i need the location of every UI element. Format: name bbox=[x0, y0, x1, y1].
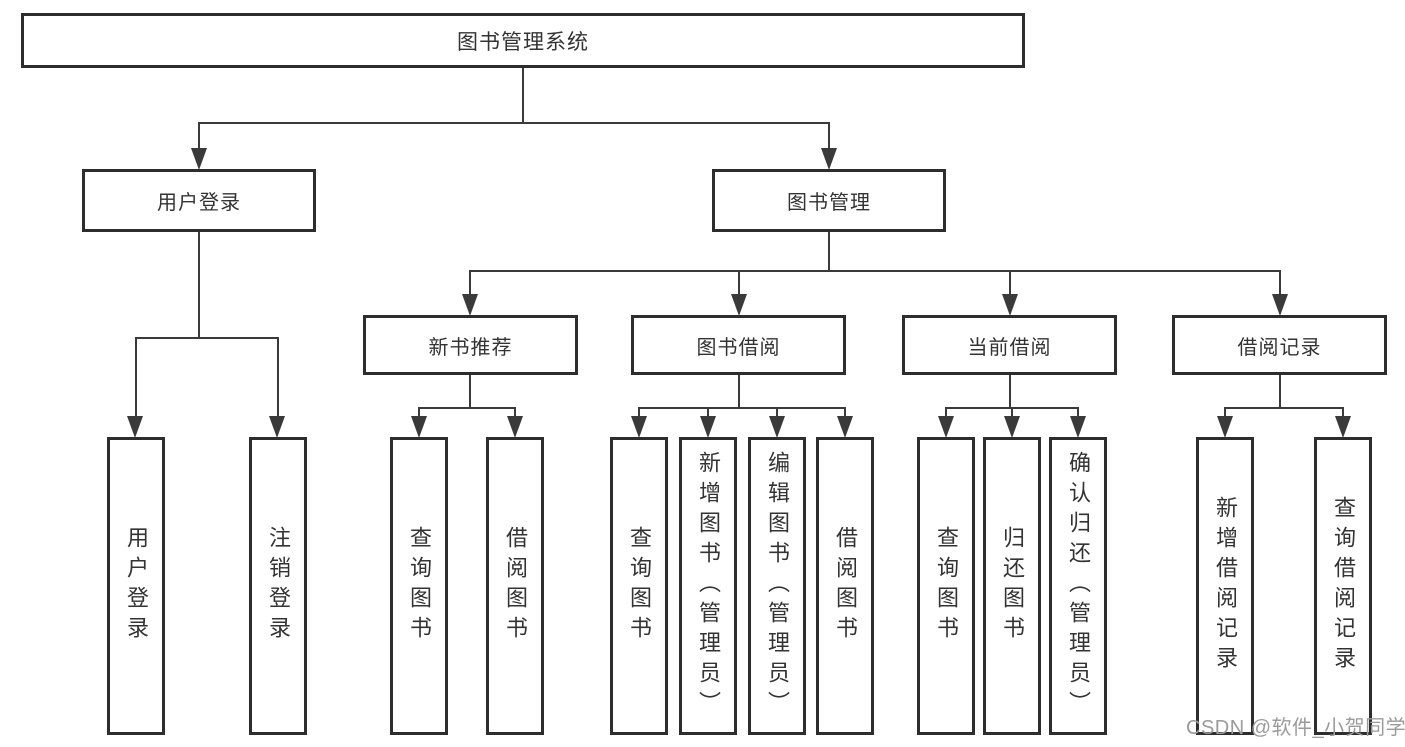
connector-new-books-branch bbox=[418, 407, 516, 409]
connector-book-mgmt-branch bbox=[469, 270, 1281, 272]
arrow-down-icon bbox=[731, 294, 747, 316]
connector-user-login-branch bbox=[135, 337, 279, 339]
arrow-down-icon bbox=[821, 148, 837, 170]
arrow-down-icon bbox=[191, 148, 207, 170]
arrow-down-icon bbox=[700, 416, 716, 438]
connector-drop bbox=[844, 407, 846, 417]
connector-borrowing-stem bbox=[738, 375, 740, 409]
connector-new-books-stem bbox=[469, 375, 471, 409]
arrow-down-icon bbox=[1217, 416, 1233, 438]
leaf-query-borrow-record: 查询借阅记录 bbox=[1314, 437, 1372, 735]
node-book-management: 图书管理 bbox=[712, 169, 946, 232]
leaf-borrow-books: 借阅图书 bbox=[816, 437, 874, 735]
arrow-down-icon bbox=[1070, 416, 1086, 438]
connector-drop bbox=[277, 337, 279, 417]
connector-book-mgmt-stem bbox=[828, 232, 830, 272]
connector-drop bbox=[418, 407, 420, 417]
leaf-return-books: 归还图书 bbox=[983, 437, 1041, 735]
connector-borrowing-branch bbox=[638, 407, 846, 409]
leaf-edit-books-admin: 编辑图书（管理员） bbox=[748, 437, 806, 735]
csdn-watermark: CSDN @软件_小贺同学 bbox=[1186, 717, 1405, 739]
arrow-down-icon bbox=[1272, 294, 1288, 316]
leaf-query-books: 查询图书 bbox=[917, 437, 975, 735]
connector-drop bbox=[514, 407, 516, 417]
node-user-login: 用户登录 bbox=[82, 169, 316, 232]
arrow-down-icon bbox=[462, 294, 478, 316]
leaf-user-login: 用户登录 bbox=[107, 437, 165, 735]
leaf-query-books: 查询图书 bbox=[610, 437, 668, 735]
leaf-add-borrow-record: 新增借阅记录 bbox=[1196, 437, 1254, 735]
arrow-down-icon bbox=[837, 416, 853, 438]
leaf-confirm-return-admin: 确认归还（管理员） bbox=[1049, 437, 1107, 735]
connector-drop bbox=[707, 407, 709, 417]
node-root-system: 图书管理系统 bbox=[21, 13, 1025, 68]
arrow-down-icon bbox=[1002, 294, 1018, 316]
arrow-down-icon bbox=[631, 416, 647, 438]
arrow-down-icon bbox=[1335, 416, 1351, 438]
node-book-borrowing: 图书借阅 bbox=[631, 315, 846, 375]
arrow-down-icon bbox=[769, 416, 785, 438]
connector-records-branch bbox=[1224, 407, 1344, 409]
node-borrowing-records: 借阅记录 bbox=[1172, 315, 1387, 375]
connector-drop-user-login bbox=[198, 122, 200, 150]
leaf-query-books: 查询图书 bbox=[390, 437, 448, 735]
connector-drop bbox=[638, 407, 640, 417]
connector-drop bbox=[776, 407, 778, 417]
arrow-down-icon bbox=[269, 416, 285, 438]
connector-drop bbox=[945, 407, 947, 417]
connector-records-stem bbox=[1279, 375, 1281, 409]
connector-drop bbox=[1342, 407, 1344, 417]
arrow-down-icon bbox=[127, 416, 143, 438]
connector-drop bbox=[1279, 270, 1281, 295]
connector-drop-book-mgmt bbox=[828, 122, 830, 150]
leaf-add-books-admin: 新增图书（管理员） bbox=[679, 437, 737, 735]
connector-root-branch bbox=[198, 122, 830, 124]
connector-drop bbox=[1009, 270, 1011, 295]
connector-drop bbox=[135, 337, 137, 417]
node-current-borrowing: 当前借阅 bbox=[902, 315, 1117, 375]
arrow-down-icon bbox=[411, 416, 427, 438]
connector-drop bbox=[738, 270, 740, 295]
connector-user-login-stem bbox=[198, 232, 200, 337]
arrow-down-icon bbox=[938, 416, 954, 438]
connector-drop bbox=[469, 270, 471, 295]
connector-drop bbox=[1224, 407, 1226, 417]
connector-current-stem bbox=[1009, 375, 1011, 409]
connector-root-stem bbox=[522, 68, 524, 122]
connector-drop bbox=[1011, 407, 1013, 417]
arrow-down-icon bbox=[507, 416, 523, 438]
leaf-borrow-books: 借阅图书 bbox=[486, 437, 544, 735]
leaf-logout: 注销登录 bbox=[249, 437, 307, 735]
node-new-book-recommend: 新书推荐 bbox=[363, 315, 578, 375]
arrow-down-icon bbox=[1004, 416, 1020, 438]
connector-drop bbox=[1077, 407, 1079, 417]
